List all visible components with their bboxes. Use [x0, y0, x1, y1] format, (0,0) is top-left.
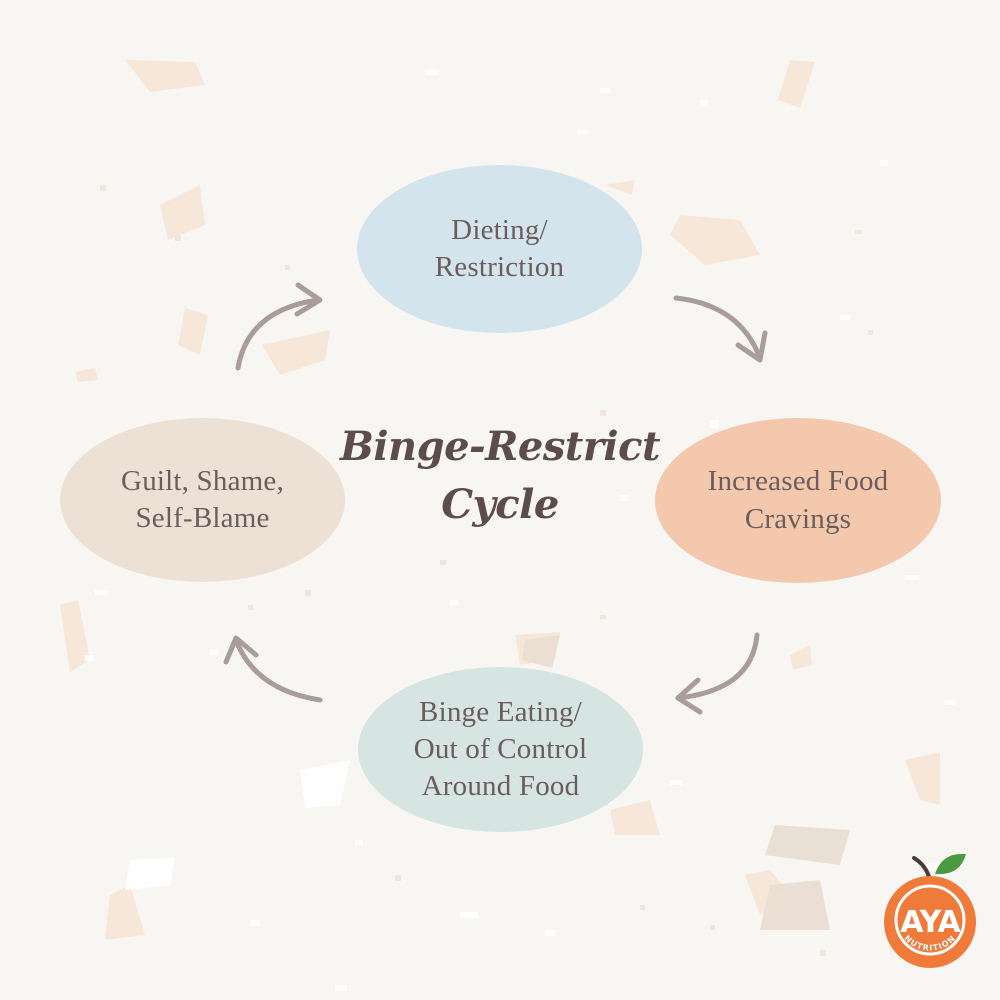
arrow-bottom-to-left-head — [223, 635, 259, 665]
arrow-bottom-to-left — [233, 637, 323, 703]
arrow-left-to-top — [235, 297, 321, 371]
arrow-right-to-bottom-head — [675, 677, 703, 715]
node-label: Binge Eating/ Out of Control Around Food — [413, 695, 588, 803]
node-guilt-shame: Guilt, Shame, Self-Blame — [60, 418, 345, 582]
node-dieting-restriction: Dieting/ Restriction — [357, 165, 642, 333]
orange-fruit-logo: AYA NUTRITION — [884, 853, 976, 968]
arrow-left-to-top-head — [294, 282, 323, 317]
diagram-title: Binge-Restrict Cycle — [330, 418, 670, 534]
leaf-icon — [935, 853, 966, 875]
node-label: Increased Food Cravings — [707, 465, 889, 535]
node-increased-food-cravings: Increased Food Cravings — [655, 418, 941, 583]
title-line-2: Cycle — [441, 481, 559, 528]
title-line-1: Binge-Restrict — [340, 423, 660, 470]
node-binge-eating: Binge Eating/ Out of Control Around Food — [358, 667, 643, 832]
arrow-right-to-bottom — [675, 632, 760, 701]
node-label: Dieting/ Restriction — [434, 213, 565, 283]
arrow-top-to-right-head — [735, 330, 768, 363]
logo-text: AYA — [900, 905, 961, 940]
node-label: Guilt, Shame, Self-Blame — [121, 464, 284, 534]
arrow-top-to-right — [673, 295, 763, 361]
